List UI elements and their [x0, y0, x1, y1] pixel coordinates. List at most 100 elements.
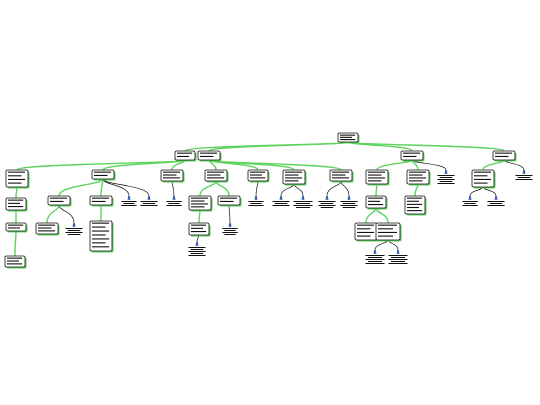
- node-caption-line: [224, 230, 236, 231]
- node-caption-line: [190, 253, 204, 254]
- node-caption-line: [320, 203, 334, 204]
- org-node-b4[interactable]: [65, 223, 83, 235]
- org-node-a4[interactable]: [4, 255, 27, 269]
- org-node-g3[interactable]: [340, 196, 358, 208]
- node-text-line: [94, 174, 108, 176]
- node-text-line: [163, 171, 181, 173]
- connector-b2-b4: [58, 204, 75, 224]
- org-node-e2[interactable]: [248, 196, 264, 206]
- person-icon: [195, 242, 199, 246]
- node-text-line: [285, 177, 303, 179]
- node-text-line: [495, 152, 513, 154]
- org-node-b7[interactable]: [121, 196, 137, 206]
- org-node-h6[interactable]: [388, 250, 408, 264]
- org-node-b8[interactable]: [140, 196, 158, 206]
- node-box: [400, 150, 424, 161]
- node-caption-line: [391, 261, 405, 262]
- node-caption-line: [123, 203, 135, 204]
- node-caption-line: [388, 255, 408, 256]
- node-text-line: [191, 227, 203, 229]
- org-node-b6[interactable]: [89, 220, 114, 253]
- org-node-b2[interactable]: [47, 195, 72, 207]
- node-text-line: [207, 171, 225, 173]
- node-text-line: [92, 222, 110, 224]
- org-node-root[interactable]: [337, 132, 360, 144]
- node-text-line: [368, 180, 382, 182]
- org-node-c2[interactable]: [166, 196, 182, 206]
- node-text-line: [250, 177, 266, 179]
- node-text-line: [177, 152, 193, 154]
- node-text-line: [409, 180, 423, 182]
- org-node-f3[interactable]: [293, 196, 313, 208]
- org-node-d3[interactable]: [217, 195, 242, 207]
- node-box: [197, 150, 221, 161]
- node-caption-line: [439, 181, 453, 182]
- connector-d2-d4: [198, 209, 201, 224]
- node-text-line: [207, 177, 225, 179]
- org-node-n2[interactable]: [197, 150, 222, 162]
- org-node-d1[interactable]: [204, 169, 229, 183]
- node-text-line: [474, 171, 492, 173]
- org-node-f2[interactable]: [272, 196, 290, 206]
- org-node-f1[interactable]: [282, 169, 307, 186]
- org-node-b5[interactable]: [89, 195, 114, 207]
- node-text-line: [368, 171, 386, 173]
- org-node-d4[interactable]: [188, 222, 211, 237]
- org-node-c1[interactable]: [160, 169, 185, 183]
- org-node-k1[interactable]: [471, 169, 496, 189]
- org-node-n1[interactable]: [174, 150, 197, 162]
- node-caption-line: [140, 201, 158, 202]
- node-caption-line: [224, 234, 236, 235]
- node-caption-line: [166, 205, 182, 206]
- node-text-line: [92, 238, 110, 240]
- org-node-d2[interactable]: [188, 195, 213, 212]
- node-text-line: [407, 197, 423, 199]
- node-text-line: [92, 197, 110, 199]
- node-caption-line: [121, 205, 137, 206]
- node-caption-line: [222, 228, 238, 229]
- node-text-line: [50, 200, 64, 202]
- org-node-k3[interactable]: [487, 196, 505, 206]
- node-caption-line: [340, 205, 358, 206]
- node-text-line: [220, 200, 234, 202]
- node-text-line: [7, 263, 23, 265]
- org-node-g2[interactable]: [318, 196, 336, 208]
- node-caption-line: [67, 234, 81, 235]
- node-text-line: [38, 227, 52, 229]
- connector-g1-g3: [340, 180, 350, 197]
- org-node-h3[interactable]: [354, 222, 379, 242]
- node-text-line: [332, 171, 350, 173]
- node-caption-line: [320, 207, 334, 208]
- org-node-e1[interactable]: [247, 169, 270, 183]
- org-node-i2[interactable]: [404, 195, 427, 216]
- org-node-h5[interactable]: [365, 250, 385, 264]
- org-node-n3[interactable]: [400, 150, 425, 162]
- org-node-h4[interactable]: [375, 222, 402, 242]
- node-text-line: [403, 152, 421, 154]
- org-node-n4[interactable]: [492, 150, 517, 162]
- org-node-d6[interactable]: [188, 242, 206, 256]
- org-node-a2[interactable]: [5, 197, 28, 212]
- org-node-b1[interactable]: [91, 169, 116, 181]
- node-text-line: [8, 171, 26, 173]
- node-text-line: [92, 234, 106, 236]
- org-node-i1[interactable]: [406, 169, 431, 186]
- org-node-a1[interactable]: [5, 169, 30, 189]
- org-node-j1[interactable]: [437, 170, 455, 184]
- org-node-g1[interactable]: [329, 169, 354, 183]
- node-caption-line: [368, 261, 382, 262]
- person-icon: [254, 196, 258, 200]
- org-node-k2[interactable]: [462, 196, 478, 206]
- org-node-h2[interactable]: [365, 195, 388, 210]
- org-node-d5[interactable]: [222, 223, 238, 235]
- org-node-b3[interactable]: [35, 222, 60, 236]
- node-caption-line: [517, 177, 531, 178]
- node-text-line: [357, 231, 375, 233]
- node-caption-line: [391, 257, 405, 258]
- org-node-l1[interactable]: [515, 170, 533, 180]
- node-caption-line: [272, 201, 290, 202]
- org-node-a3[interactable]: [5, 222, 28, 233]
- node-text-line: [285, 174, 299, 176]
- person-icon: [494, 196, 498, 200]
- org-node-h1[interactable]: [365, 169, 390, 186]
